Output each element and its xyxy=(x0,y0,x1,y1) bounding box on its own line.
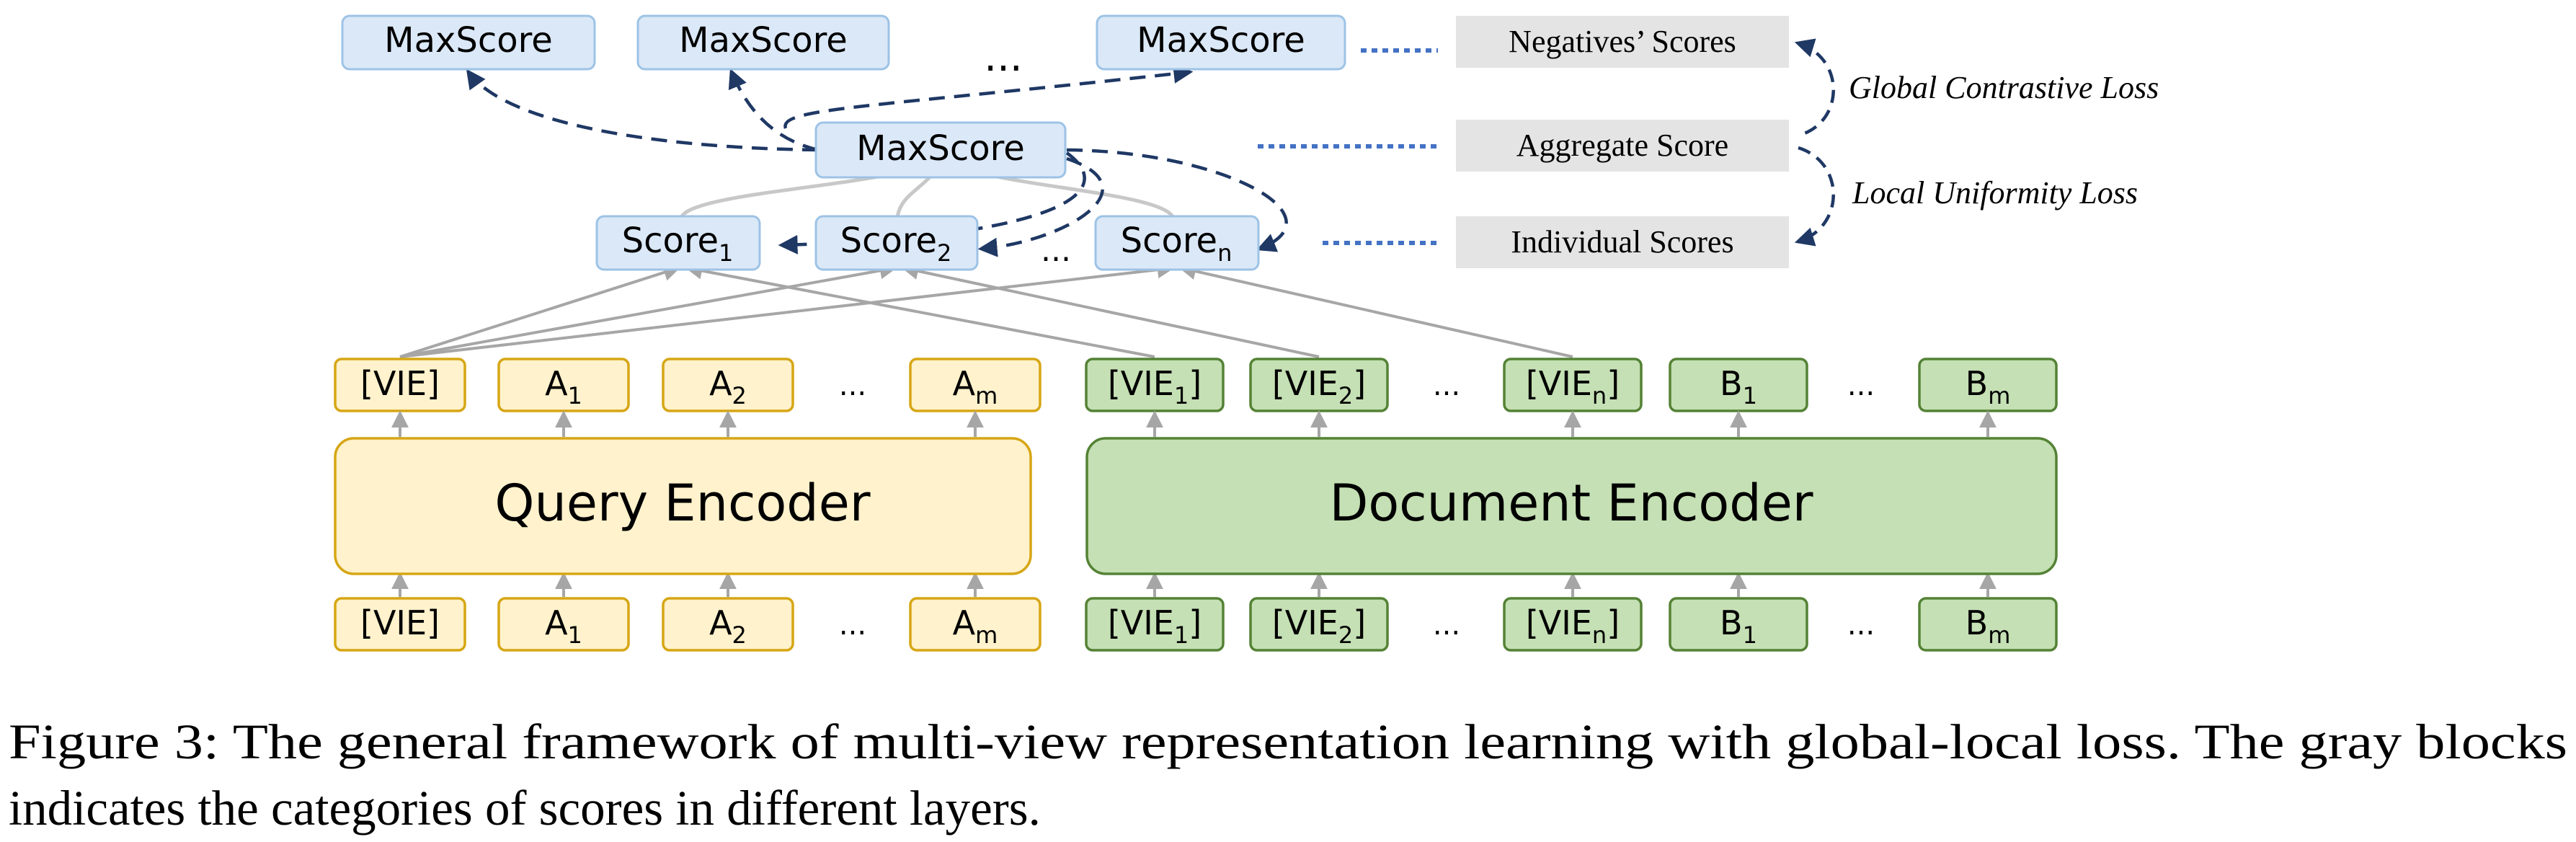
aggregate-to-score2-dashed xyxy=(977,156,1104,257)
doc-token-lower-0-label: [VIE1] xyxy=(1108,603,1202,649)
global-contrastive-loss-label: Global Contrastive Loss xyxy=(1849,70,2159,105)
query-token-lower-2: A2 xyxy=(662,597,794,652)
doc-token-lower-4: B1 xyxy=(1669,597,1808,652)
query-token-upper-0-label: [VIE] xyxy=(360,364,440,403)
figure-caption-line-2: indicates the categories of scores in di… xyxy=(9,781,1041,836)
local-uniformity-loss-label: Local Uniformity Loss xyxy=(1852,175,2138,211)
doc-token-lower-6: Bm xyxy=(1918,597,2058,652)
doc-vie1-to-score1 xyxy=(685,262,1155,358)
doc-token-upper-5-label: ... xyxy=(1847,369,1875,402)
doc-token-lower-5-label: ... xyxy=(1847,608,1875,642)
query-token-upper-1-label: A1 xyxy=(545,364,582,409)
doc-token-lower-2-label: ... xyxy=(1433,608,1460,642)
doc-token-upper-1: [VIE2] xyxy=(1249,358,1389,412)
doc-token-upper-1-label: [VIE2] xyxy=(1272,364,1366,409)
score-box-n: Scoren xyxy=(1094,215,1260,271)
query-token-lower-3: ... xyxy=(839,608,866,642)
top-maxscore-2: MaxScore xyxy=(636,14,890,71)
document-encoder: Document Encoder xyxy=(1085,437,2058,575)
query-token-upper-3: ... xyxy=(839,369,866,402)
aggregate-maxscore-label: MaxScore xyxy=(856,128,1025,169)
top-maxscore-2-label: MaxScore xyxy=(679,20,848,61)
query-token-upper-4: Am xyxy=(909,358,1041,412)
aggregate-to-top-maxscore-3 xyxy=(783,63,1194,129)
top-maxscore-1: MaxScore xyxy=(341,14,596,71)
top-maxscore-1-label: MaxScore xyxy=(384,20,553,61)
query-token-lower-1: A1 xyxy=(497,597,630,652)
legend-aggregate-label: Aggregate Score xyxy=(1516,128,1728,163)
query-token-lower-2-label: A2 xyxy=(709,603,747,649)
query-token-lower-3-label: ... xyxy=(839,608,866,642)
query-token-lower-0: [VIE] xyxy=(334,597,466,652)
doc-token-upper-4-label: B1 xyxy=(1720,364,1757,409)
query-token-upper-4-label: Am xyxy=(953,364,998,409)
query-encoder-label: Query Encoder xyxy=(494,474,870,533)
doc-token-upper-2-label: ... xyxy=(1433,369,1460,402)
score-1-label: Score1 xyxy=(622,221,734,267)
doc-token-upper-0: [VIE1] xyxy=(1085,358,1225,412)
score-box-2: Score2 xyxy=(814,215,979,271)
doc-token-lower-3: [VIEn] xyxy=(1503,597,1643,652)
scores-ellipsis: ... xyxy=(1041,232,1071,269)
doc-token-lower-4-label: B1 xyxy=(1720,603,1757,649)
query-token-upper-0: [VIE] xyxy=(334,358,466,412)
query-token-upper-1: A1 xyxy=(497,358,630,412)
query-token-upper-2-label: A2 xyxy=(709,364,747,409)
legend-negatives-label: Negatives’ Scores xyxy=(1509,24,1736,59)
score-box-1: Score1 xyxy=(595,215,761,271)
legend-aggregate-score: Aggregate Score xyxy=(1456,120,1789,172)
doc-token-lower-6-label: Bm xyxy=(1966,603,2011,649)
legend-individual-label: Individual Scores xyxy=(1511,224,1733,260)
aggregate-to-top-maxscore-1 xyxy=(466,68,819,152)
query-vie-to-score1 xyxy=(399,264,681,358)
aggregate-to-top-maxscore-2 xyxy=(728,68,819,152)
figure-caption-line-1: Figure 3: The general framework of multi… xyxy=(9,714,2567,769)
top-maxscore-3: MaxScore xyxy=(1096,14,1346,71)
top-row-ellipsis: ... xyxy=(984,34,1022,81)
query-token-lower-4-label: Am xyxy=(953,603,998,649)
doc-token-lower-5: ... xyxy=(1847,608,1875,642)
connector-lines xyxy=(399,38,1835,358)
query-token-lower-0-label: [VIE] xyxy=(360,603,440,642)
query-token-upper-2: A2 xyxy=(662,358,794,412)
query-vie-to-score2 xyxy=(399,262,897,358)
local-loss-arrow xyxy=(1794,146,1835,247)
doc-vie2-to-score2 xyxy=(901,262,1320,358)
doc-token-lower-3-label: [VIEn] xyxy=(1526,603,1620,649)
aggregate-to-scoren-dashed xyxy=(1066,148,1288,252)
query-encoder: Query Encoder xyxy=(334,437,1032,575)
query-token-upper-3-label: ... xyxy=(839,369,866,402)
doc-token-upper-3: [VIEn] xyxy=(1503,358,1643,412)
doc-token-upper-6: Bm xyxy=(1918,358,2058,412)
doc-token-lower-1-label: [VIE2] xyxy=(1272,603,1366,649)
aggregate-maxscore: MaxScore xyxy=(814,121,1067,179)
query-token-lower-1-label: A1 xyxy=(545,603,582,649)
doc-token-upper-0-label: [VIE1] xyxy=(1108,364,1202,409)
top-maxscore-3-label: MaxScore xyxy=(1137,20,1305,61)
score-2-label: Score2 xyxy=(840,221,952,267)
score-n-label: Scoren xyxy=(1121,221,1233,267)
global-loss-arrow xyxy=(1794,38,1835,138)
doc-token-upper-5: ... xyxy=(1847,369,1875,402)
document-encoder-label: Document Encoder xyxy=(1329,474,1813,533)
doc-token-lower-0: [VIE1] xyxy=(1085,597,1225,652)
query-token-lower-4: Am xyxy=(909,597,1041,652)
doc-vien-to-scoren xyxy=(1178,262,1573,358)
doc-token-upper-6-label: Bm xyxy=(1966,364,2011,409)
query-vie-to-scoren xyxy=(399,261,1175,358)
legend-individual-scores: Individual Scores xyxy=(1456,216,1789,268)
doc-token-upper-2: ... xyxy=(1433,369,1460,402)
doc-token-upper-4: B1 xyxy=(1669,358,1808,412)
legend-negatives-scores: Negatives’ Scores xyxy=(1456,16,1789,68)
doc-token-lower-1: [VIE2] xyxy=(1249,597,1389,652)
doc-token-lower-2: ... xyxy=(1433,608,1460,642)
doc-token-upper-3-label: [VIEn] xyxy=(1526,364,1620,409)
